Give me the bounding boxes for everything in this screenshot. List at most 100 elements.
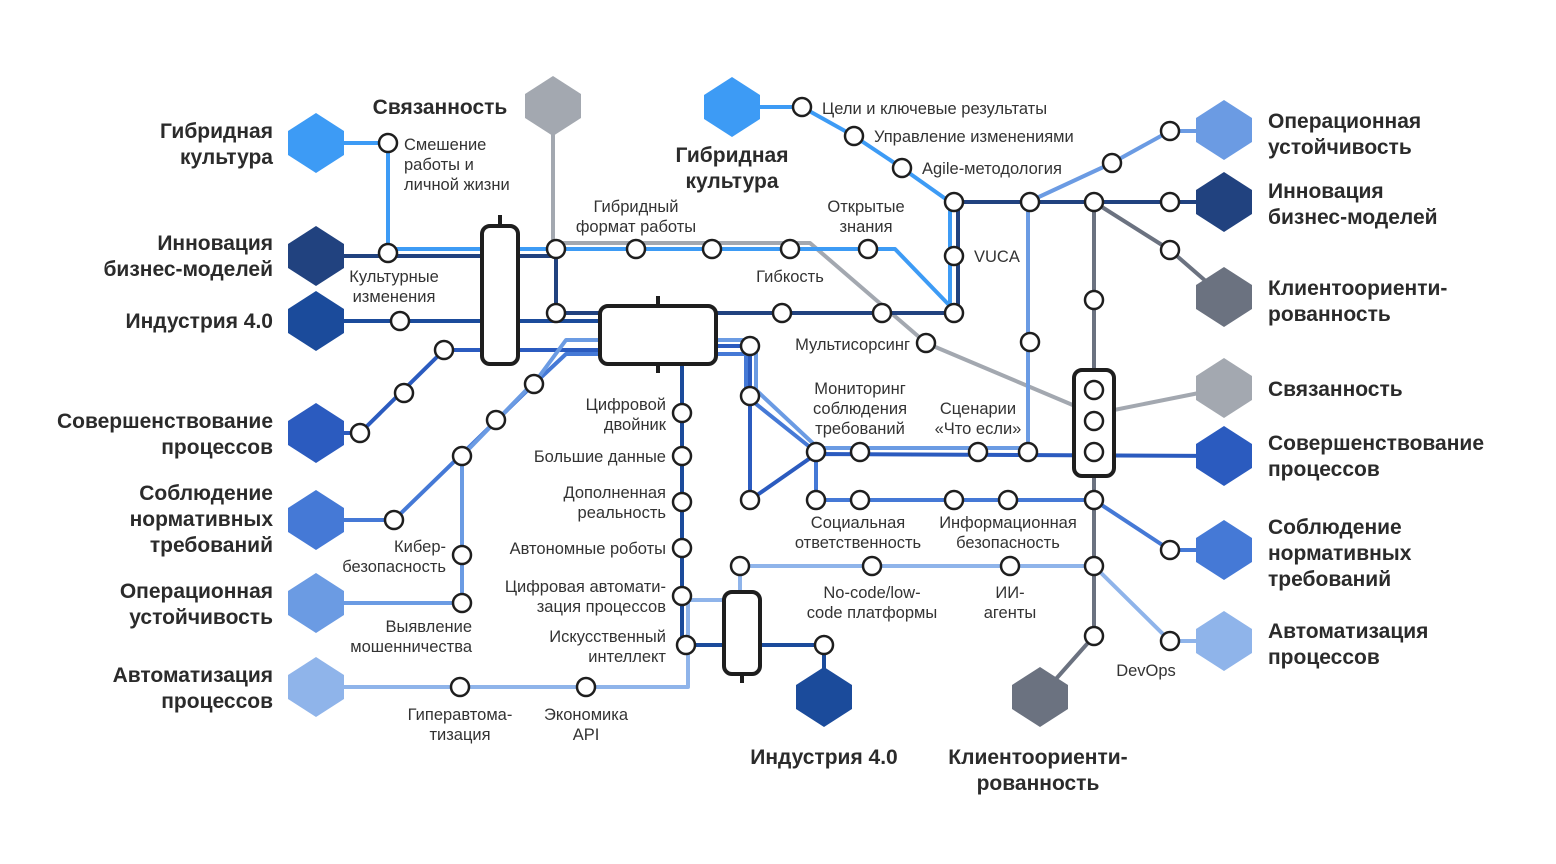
station — [1083, 625, 1105, 647]
terminal-label: процессов — [161, 436, 273, 459]
station — [1083, 289, 1105, 311]
station — [943, 191, 965, 213]
terminal-left-hybrid-hexagon — [288, 113, 344, 173]
terminal-right-improvement-hexagon — [1196, 426, 1252, 486]
station — [449, 676, 471, 698]
station-label: Сценарии — [940, 400, 1016, 418]
station — [805, 489, 827, 511]
station — [843, 125, 865, 147]
terminal-left-resilience-hexagon — [288, 573, 344, 633]
station — [451, 445, 473, 467]
terminal-right-resilience-hexagon — [1196, 100, 1252, 160]
station-label: Мультисорсинг — [795, 336, 910, 354]
station — [671, 402, 693, 424]
station — [1159, 191, 1181, 213]
station-label: «Что если» — [935, 420, 1022, 438]
station — [943, 489, 965, 511]
terminal-label: Автоматизация — [113, 664, 273, 687]
terminal-label: рованность — [977, 772, 1100, 795]
station — [1083, 489, 1105, 511]
station — [383, 509, 405, 531]
terminal-label: требований — [150, 534, 273, 557]
station — [1083, 191, 1105, 213]
station-label: Автономные роботы — [510, 540, 666, 558]
station-label: code платформы — [807, 604, 937, 622]
terminal-right-innovation-hexagon — [1196, 172, 1252, 232]
terminal-label: процессов — [1268, 646, 1380, 669]
station — [1019, 191, 1041, 213]
interchange-hub — [480, 224, 520, 366]
terminal-left-automation-hexagon — [288, 657, 344, 717]
line-connectivity — [551, 104, 1226, 416]
terminal-left-compliance-hexagon — [288, 490, 344, 550]
station — [377, 132, 399, 154]
station-label: тизация — [429, 726, 490, 744]
terminal-label: процессов — [161, 690, 273, 713]
station-label: изменения — [353, 288, 436, 306]
station-label: API — [573, 726, 600, 744]
station-label: знания — [839, 218, 892, 236]
station-label: зация процессов — [537, 598, 667, 616]
station — [671, 585, 693, 607]
station-label: Управление изменениями — [874, 128, 1074, 146]
station — [871, 302, 893, 324]
station — [805, 441, 827, 463]
station — [349, 422, 371, 444]
station — [485, 409, 507, 431]
station — [675, 634, 697, 656]
station-label: мошенничества — [350, 638, 473, 656]
station — [849, 441, 871, 463]
station — [1083, 555, 1105, 577]
terminal-label: требований — [1268, 568, 1391, 591]
station — [1159, 120, 1181, 142]
interchanges — [480, 215, 1116, 683]
terminal-bottom-industry-hexagon — [796, 667, 852, 727]
terminal-label: устойчивость — [1268, 136, 1412, 159]
terminal-label: Совершенствование — [57, 410, 273, 433]
station-label: безопасность — [342, 558, 446, 576]
station — [967, 441, 989, 463]
station-label: Цифровая автомати- — [505, 578, 666, 596]
terminal-label: Соблюдение — [1268, 516, 1402, 539]
terminal-label: бизнес-моделей — [1268, 206, 1438, 229]
station-label: работы и — [404, 156, 474, 174]
station — [1083, 379, 1105, 401]
station-label: ответственность — [795, 534, 921, 552]
terminal-label: нормативных — [1268, 542, 1412, 565]
station — [377, 242, 399, 264]
station-label: Кибер- — [394, 538, 446, 556]
terminal-left-innovation-hexagon — [288, 226, 344, 286]
line-compliance-b — [714, 352, 1226, 552]
terminals — [288, 76, 1252, 727]
station — [671, 445, 693, 467]
station — [943, 245, 965, 267]
station — [545, 302, 567, 324]
terminal-label: устойчивость — [129, 606, 273, 629]
station — [857, 238, 879, 260]
terminal-left-improvement-hexagon — [288, 403, 344, 463]
terminal-label: процессов — [1268, 458, 1380, 481]
station-label: Дополненная — [563, 484, 666, 502]
terminal-labels: Гибридная культура Инновация бизнес-моде… — [57, 96, 1484, 795]
station — [701, 238, 723, 260]
terminal-label: культура — [180, 146, 273, 169]
station — [393, 382, 415, 404]
station — [1083, 441, 1105, 463]
terminal-top-connectivity-hexagon — [525, 76, 581, 136]
station — [739, 489, 761, 511]
interchange-hub — [722, 590, 762, 676]
terminal-right-compliance-hexagon — [1196, 520, 1252, 580]
station-label: VUCA — [974, 248, 1020, 266]
station-label: личной жизни — [404, 176, 510, 194]
station — [997, 489, 1019, 511]
terminal-label: Связанность — [373, 96, 508, 119]
station-label: Информационная — [939, 514, 1077, 532]
station — [771, 302, 793, 324]
terminal-label: Операционная — [1268, 110, 1421, 133]
terminal-left-industry-hexagon — [288, 291, 344, 351]
station-label: реальность — [578, 504, 666, 522]
station-label: Гибкость — [756, 268, 824, 286]
station-label: агенты — [984, 604, 1037, 622]
station-label: Гиперавтома- — [408, 706, 513, 724]
station-label: Большие данные — [534, 448, 666, 466]
